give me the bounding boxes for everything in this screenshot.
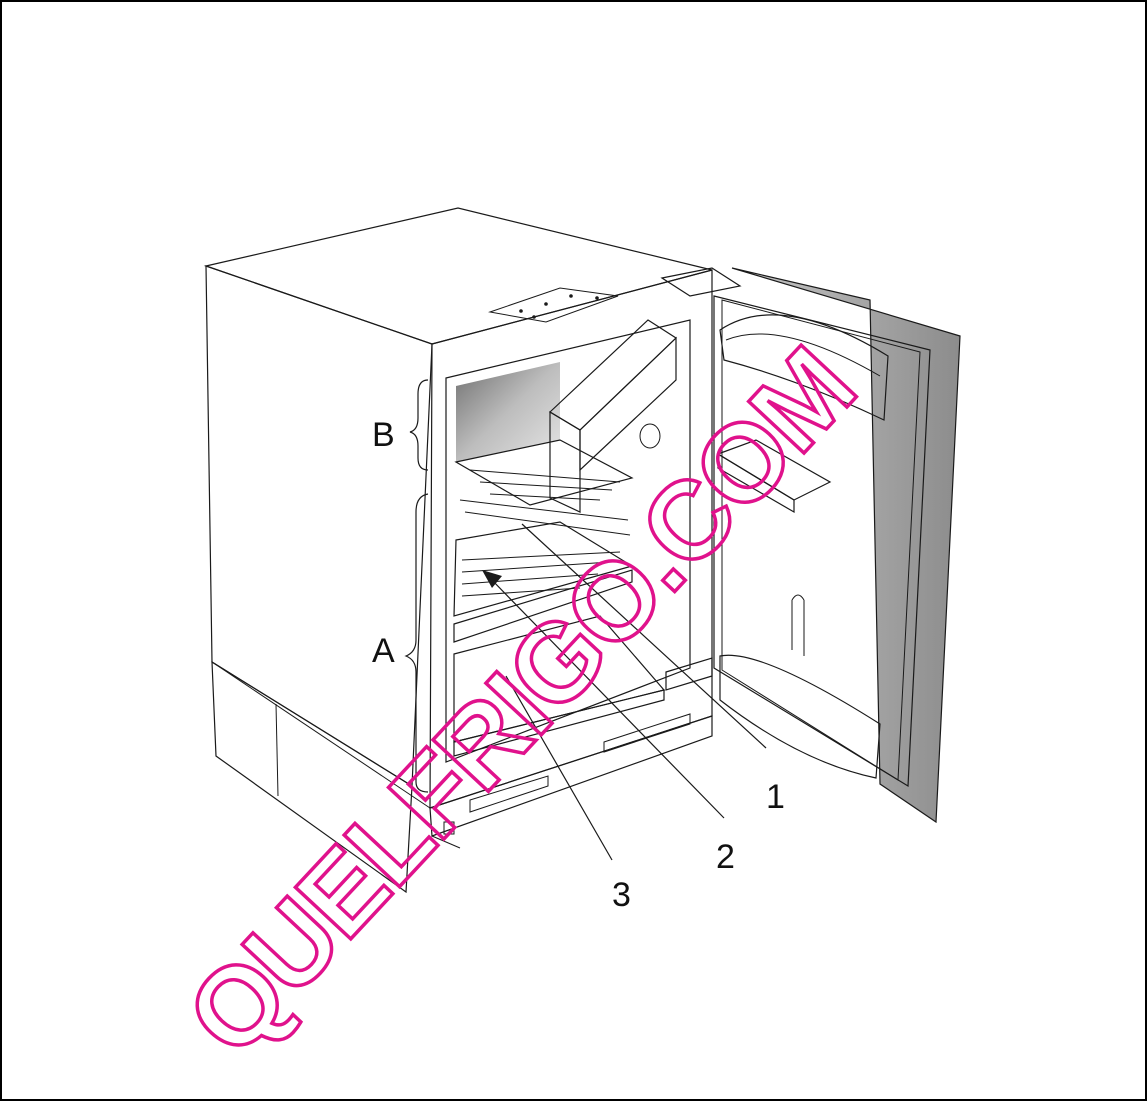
shelf-upper — [454, 439, 634, 536]
label-callout-2: 2 — [716, 838, 735, 876]
fridge-cabinet — [203, 207, 742, 894]
freezer-compartment — [549, 319, 677, 513]
door-shelf-lower — [719, 594, 881, 779]
label-callout-3: 3 — [612, 876, 631, 914]
fridge-door — [713, 267, 961, 824]
cabinet-interior — [445, 319, 691, 763]
brace-b — [409, 379, 429, 471]
shelf-lower — [453, 521, 634, 643]
top-hinge — [660, 267, 742, 297]
callout-arrowhead-2 — [482, 570, 502, 588]
front-base-trim — [429, 715, 713, 837]
door-shelf-middle — [716, 439, 832, 514]
callout-line-3 — [505, 675, 613, 861]
label-section-b: B — [372, 416, 395, 454]
cabinet-plinth — [211, 660, 413, 894]
label-section-a: A — [372, 632, 395, 670]
callout-line-1 — [521, 523, 767, 749]
crisper-drawer — [453, 615, 666, 757]
door-shelf-upper — [719, 314, 889, 421]
interior-back-wall — [456, 362, 560, 462]
bottom-hinge — [665, 657, 713, 691]
door-liner — [713, 295, 931, 788]
callout-line-2 — [489, 577, 725, 819]
cabinet-top — [203, 207, 713, 345]
cabinet-side — [205, 265, 433, 788]
brace-a — [404, 493, 429, 793]
label-callout-1: 1 — [766, 778, 785, 816]
top-hinge-plate — [488, 287, 619, 323]
